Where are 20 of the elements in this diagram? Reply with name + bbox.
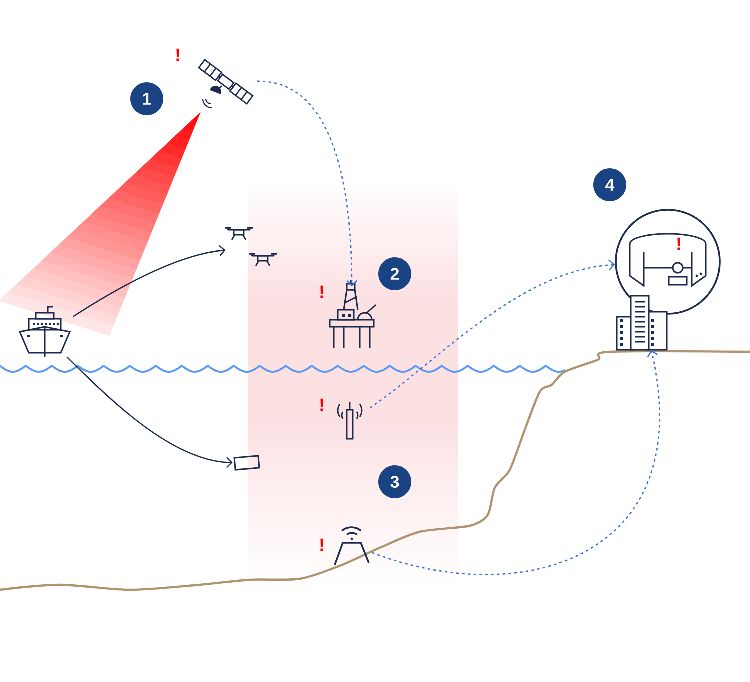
drones-icon [225,227,277,266]
underwater-vehicle-icon [234,455,260,471]
buildings-icon [616,295,668,351]
alert-mark: ! [176,48,180,62]
control-center-circle [615,209,721,315]
arrow [370,260,616,409]
arrow [72,245,226,318]
arrow [257,80,358,287]
seabed-station-icon [334,526,370,566]
alert-mark: ! [320,398,324,412]
callout-number: 2 [378,258,412,290]
oil-platform-icon [329,280,376,348]
callout-number: 3 [378,466,412,498]
alert-mark: ! [678,238,680,250]
alert-mark: ! [320,286,324,298]
sensor-icon [337,402,363,440]
arrow [66,356,233,468]
callout-number: 4 [594,168,626,202]
arrow [372,350,660,576]
callout-number: 1 [130,82,164,116]
